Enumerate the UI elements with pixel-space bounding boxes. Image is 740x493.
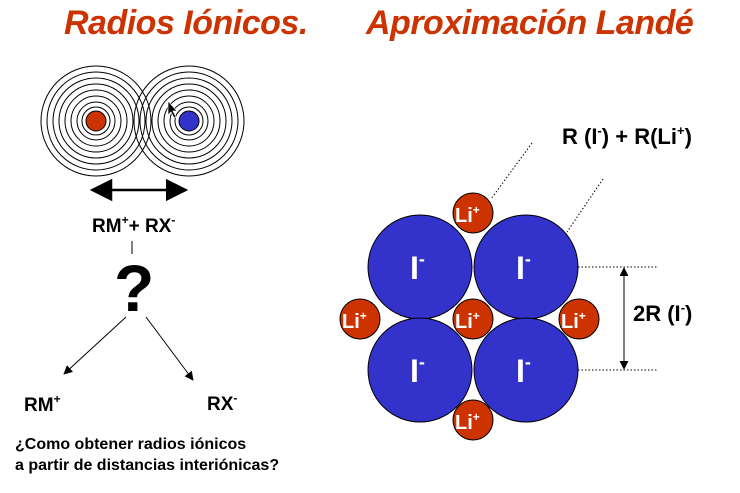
question-mark: ?	[114, 251, 155, 325]
arrow-to-rm	[63, 316, 127, 375]
anion-label-bottom-left: I-	[410, 352, 425, 389]
cation-li-center	[452, 298, 494, 340]
cation-label-right: Li+	[561, 309, 586, 333]
question-text-line-2: a partir de distancias interiónicas?	[15, 457, 280, 474]
rm-label: RM+	[24, 392, 61, 416]
anion-label-top-left: I-	[410, 249, 425, 286]
mouse-cursor-icon	[167, 100, 178, 119]
cation-label-top: Li+	[455, 203, 480, 227]
anion-label-bottom-right: I-	[516, 352, 531, 389]
cation-label-left: Li+	[342, 309, 367, 333]
leader-line-upper	[490, 142, 533, 200]
cation-ring-set	[40, 65, 152, 177]
question-text-line-1: ¿Como obtener radios iónicos	[15, 436, 247, 453]
cation-li-right	[558, 298, 600, 340]
cation-li-bottom	[452, 399, 494, 441]
question-text: ¿Como obtener radios iónicos a partir de…	[15, 434, 279, 476]
cation-li-top	[452, 192, 494, 234]
rx-label: RX-	[207, 391, 237, 415]
distance-label: 2R (I-)	[633, 300, 692, 326]
anion-i-bottom-left	[367, 317, 473, 423]
anion-center	[178, 110, 200, 132]
cation-label-bottom: Li+	[455, 410, 480, 434]
anion-i-bottom-right	[473, 317, 579, 423]
title-radios-ionicos: Radios Iónicos.	[64, 4, 308, 42]
cation-label-center: Li+	[455, 309, 480, 333]
leader-line-lower	[566, 178, 604, 233]
anion-ring-set	[133, 65, 245, 177]
title-aproximacion-lande: Aproximación Landé	[366, 4, 694, 42]
cation-center	[85, 110, 107, 132]
sum-label-right: R (I-) + R(Li+)	[562, 123, 692, 149]
anion-label-top-right: I-	[516, 249, 531, 286]
cation-li-left	[339, 298, 381, 340]
arrow-to-rx	[145, 316, 194, 381]
sum-label-left: RM++ RX-	[92, 213, 175, 237]
